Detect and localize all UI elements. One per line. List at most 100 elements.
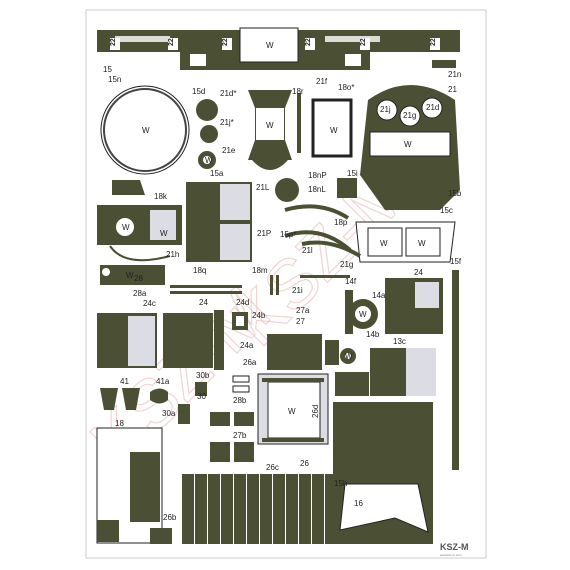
slat xyxy=(299,474,311,544)
part-27 xyxy=(267,334,356,370)
slat xyxy=(273,474,285,544)
label-22-c: 22 xyxy=(222,38,229,46)
slat xyxy=(325,474,337,544)
label-28: 28 xyxy=(134,274,143,283)
w-mark: W xyxy=(345,352,353,361)
label-21i: 21i xyxy=(292,286,303,295)
w-mark: W xyxy=(418,239,426,248)
ksz-m-logo: KSZ-M www.ksz-m.com xyxy=(440,542,469,557)
label-18r: 18r xyxy=(292,87,304,96)
label-26a: 26a xyxy=(243,358,257,367)
label-26: 26 xyxy=(300,459,309,468)
slat xyxy=(208,474,220,544)
logo-subtitle: www.ksz-m.com xyxy=(440,553,462,557)
label-22-d: 22 xyxy=(305,38,312,46)
label-18k: 18k xyxy=(154,192,168,201)
part-labels: 15 15n 21n 21 15d 21d* 18r 21f 18o* 21j … xyxy=(103,38,462,522)
label-15a: 15a xyxy=(210,169,224,178)
label-18o: 18o* xyxy=(338,83,354,92)
label-30a: 30a xyxy=(162,409,176,418)
label-21d: 21d* xyxy=(220,89,236,98)
w-mark: W xyxy=(142,126,150,135)
label-24b: 24b xyxy=(252,311,266,320)
part-18q-rods xyxy=(170,275,350,295)
label-41a: 41a xyxy=(156,377,170,386)
label-21n: 21n xyxy=(448,70,461,79)
label-18nL: 18nL xyxy=(308,185,326,194)
label-41: 41 xyxy=(120,377,129,386)
slat xyxy=(260,474,272,544)
label-21L: 21L xyxy=(256,183,270,192)
part-13c xyxy=(335,348,436,396)
part-15h xyxy=(333,402,433,544)
slat xyxy=(286,474,298,544)
part-18 xyxy=(96,427,172,544)
w-mark: W xyxy=(330,126,338,135)
w-mark: W xyxy=(288,407,296,416)
label-28b: 28b xyxy=(233,396,247,405)
part-18o-frame xyxy=(297,93,353,158)
label-18q: 18q xyxy=(193,266,206,275)
part-26c-slats xyxy=(182,474,337,544)
label-24d: 24d xyxy=(236,298,249,307)
label-22-e: 22 xyxy=(360,38,367,46)
w-mark: W xyxy=(380,239,388,248)
label-22-f: 22 xyxy=(430,38,437,46)
part-15a-block xyxy=(112,178,357,262)
part-24c xyxy=(97,310,248,370)
part-15-top-bar xyxy=(97,27,460,70)
label-21f: 21f xyxy=(316,77,328,86)
label-24: 24 xyxy=(199,298,208,307)
label-21: 21 xyxy=(448,85,457,94)
label-21g: 21g xyxy=(403,111,416,120)
slat xyxy=(312,474,324,544)
part-28b xyxy=(210,375,254,462)
label-21j: 21j xyxy=(380,105,391,114)
label-18: 18 xyxy=(115,419,124,428)
label-15: 15 xyxy=(103,65,112,74)
part-15d-ring xyxy=(100,85,218,175)
w-mark: W xyxy=(122,223,130,232)
label-15n: 15n xyxy=(108,75,121,84)
slat xyxy=(234,474,246,544)
label-26b: 26b xyxy=(163,513,177,522)
part-18k xyxy=(97,205,182,245)
part-18p-arcs xyxy=(284,204,362,258)
label-27b: 27b xyxy=(233,431,247,440)
label-21h: 21h xyxy=(166,250,179,259)
slat xyxy=(247,474,259,544)
label-14b: 14b xyxy=(366,330,380,339)
label-30b: 30b xyxy=(196,371,210,380)
label-21g-b: 21g xyxy=(340,260,353,269)
w-mark: W xyxy=(205,156,213,165)
label-15f: 15f xyxy=(450,257,462,266)
label-21P: 21P xyxy=(257,229,271,238)
part-41 xyxy=(100,382,207,424)
w-mark: W xyxy=(359,310,367,319)
label-27: 27 xyxy=(296,317,305,326)
label-15c: 15c xyxy=(440,206,453,215)
w-mark: W xyxy=(266,41,274,50)
slat xyxy=(182,474,194,544)
label-15p: 15p* xyxy=(280,230,296,239)
part-14a xyxy=(345,278,443,334)
label-22-b: 22 xyxy=(168,38,175,46)
label-18m: 18m xyxy=(252,266,268,275)
part-18r xyxy=(248,90,292,170)
label-24a: 24a xyxy=(240,341,254,350)
label-22-a: 22 xyxy=(110,38,117,46)
label-15i: 15i xyxy=(347,169,358,178)
label-30: 30 xyxy=(197,392,206,401)
label-27a: 27a xyxy=(296,306,310,315)
label-13c: 13c xyxy=(393,337,406,346)
w-mark: W xyxy=(126,271,134,280)
label-14f: 14f xyxy=(345,277,357,286)
w-mark: W xyxy=(266,121,274,130)
label-15h: 15h xyxy=(334,479,347,488)
w-mark: W xyxy=(404,140,412,149)
slat xyxy=(195,474,207,544)
label-26d: 26d xyxy=(311,405,320,418)
label-16: 16 xyxy=(354,499,363,508)
part-28 xyxy=(100,245,171,285)
slat xyxy=(221,474,233,544)
